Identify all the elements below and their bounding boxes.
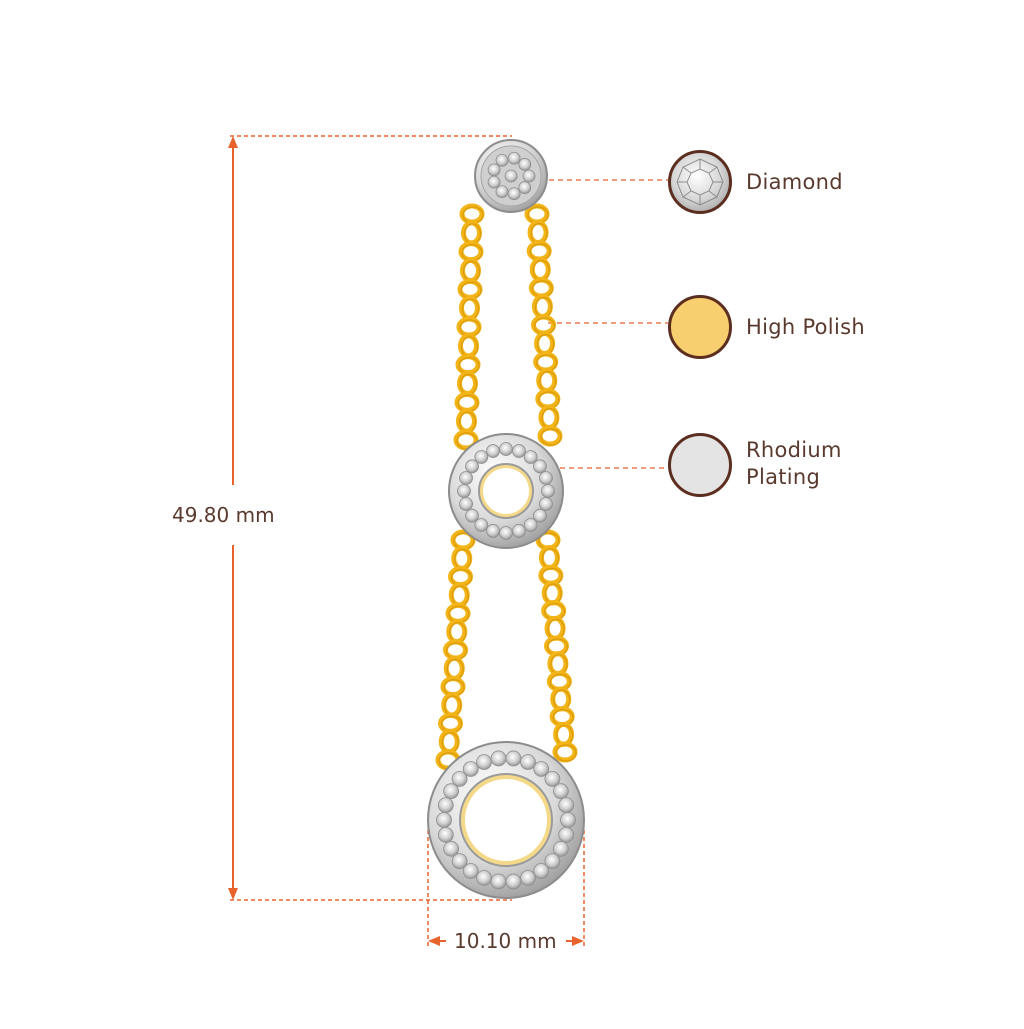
pave-diamond bbox=[544, 853, 561, 870]
pave-diamond bbox=[544, 770, 561, 787]
pave-diamond bbox=[490, 873, 507, 890]
pave-diamond bbox=[451, 770, 468, 787]
pave-diamond bbox=[533, 459, 547, 474]
pave-diamond bbox=[443, 783, 460, 800]
height-dimension bbox=[228, 135, 512, 901]
chain-link-shade bbox=[540, 428, 562, 446]
pave-diamond bbox=[552, 783, 569, 800]
pave-diamond bbox=[539, 471, 553, 485]
pave-diamond bbox=[539, 497, 553, 511]
pave-diamond bbox=[523, 450, 538, 464]
pave-diamond bbox=[443, 840, 460, 857]
pave-diamond bbox=[520, 754, 536, 770]
height-dimension-label: 49.80 mm bbox=[172, 503, 275, 527]
pave-diamond bbox=[533, 863, 550, 879]
bottom-ring bbox=[427, 741, 585, 899]
pave-diamond bbox=[533, 508, 547, 523]
pave-diamond bbox=[487, 163, 501, 177]
pave-diamond bbox=[560, 812, 576, 828]
rhodium-plating-swatch bbox=[668, 433, 732, 497]
pave-diamond bbox=[437, 797, 454, 814]
chain-link bbox=[453, 429, 479, 451]
bottom-ring-diamonds bbox=[436, 750, 576, 890]
pave-diamond bbox=[558, 826, 575, 843]
high-polish-swatch bbox=[668, 295, 732, 359]
pave-diamond bbox=[499, 526, 513, 540]
pave-diamond bbox=[451, 853, 468, 870]
pave-diamond bbox=[541, 484, 555, 498]
width-dimension-label: 10.10 mm bbox=[454, 929, 557, 953]
pave-diamond bbox=[465, 508, 479, 523]
width-arrow-right bbox=[572, 936, 584, 946]
pave-diamond bbox=[486, 444, 500, 458]
chain-link bbox=[537, 425, 563, 447]
pave-diamond bbox=[523, 518, 538, 532]
pave-diamond bbox=[436, 812, 452, 828]
pave-diamond bbox=[504, 169, 518, 183]
pave-diamond bbox=[490, 750, 507, 767]
pave-diamond bbox=[486, 524, 500, 538]
pave-diamond bbox=[512, 524, 526, 538]
pave-diamond bbox=[462, 761, 479, 777]
pave-diamond bbox=[507, 187, 521, 201]
chain-link-shade bbox=[555, 744, 577, 762]
top-stud bbox=[474, 139, 548, 213]
chain-link bbox=[552, 741, 578, 763]
pave-diamond bbox=[520, 870, 536, 886]
pave-diamond bbox=[558, 797, 575, 814]
pave-diamond bbox=[499, 442, 513, 456]
legend-label-diamond: Diamond bbox=[746, 170, 843, 194]
middle-ring-diamonds bbox=[457, 442, 555, 540]
pave-diamond bbox=[476, 870, 492, 886]
pave-diamond bbox=[518, 181, 532, 194]
stud-diamonds bbox=[487, 151, 536, 201]
middle-ring bbox=[448, 433, 564, 549]
width-arrow-left bbox=[428, 936, 440, 946]
pave-diamond bbox=[459, 471, 473, 485]
pave-diamond bbox=[476, 754, 492, 770]
legend-label-rhodium-line1: Rhodium bbox=[746, 438, 842, 462]
leader-lines bbox=[540, 179, 668, 469]
pave-diamond bbox=[505, 750, 522, 767]
pave-diamond bbox=[505, 873, 522, 890]
pave-diamond bbox=[507, 151, 521, 165]
pave-diamond bbox=[533, 761, 550, 777]
pave-diamond bbox=[465, 459, 479, 474]
height-arrow-top bbox=[228, 136, 238, 148]
diamond-icon bbox=[668, 150, 732, 214]
pave-diamond bbox=[457, 484, 471, 498]
height-arrow-bottom bbox=[228, 888, 238, 900]
gold-chains bbox=[435, 203, 578, 771]
legend-label-rhodium-line2: Plating bbox=[746, 465, 821, 489]
pave-diamond bbox=[495, 154, 509, 167]
pave-diamond bbox=[437, 826, 454, 843]
pave-diamond bbox=[495, 185, 509, 198]
pave-diamond bbox=[459, 497, 473, 511]
pave-diamond bbox=[487, 175, 501, 189]
pave-diamond bbox=[518, 158, 532, 171]
pave-diamond bbox=[552, 840, 569, 857]
pave-diamond bbox=[462, 863, 479, 879]
pave-diamond bbox=[474, 450, 489, 464]
pave-diamond bbox=[512, 444, 526, 458]
pave-diamond bbox=[474, 518, 489, 532]
width-dimension bbox=[427, 830, 585, 946]
pave-diamond bbox=[522, 169, 536, 183]
legend-label-high-polish: High Polish bbox=[746, 315, 865, 339]
